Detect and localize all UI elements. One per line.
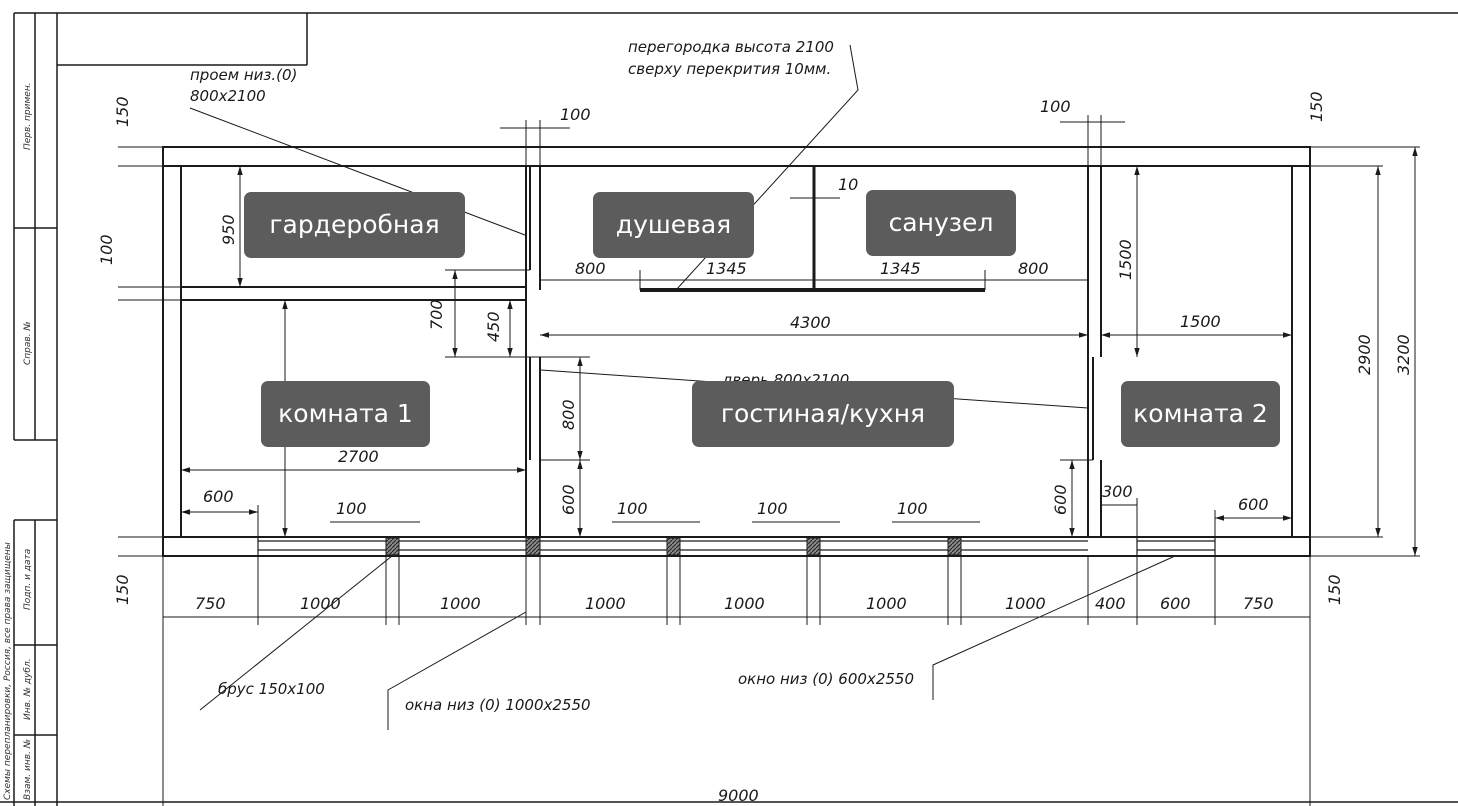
note-partition-line1: перегородка высота 2100 [628, 38, 834, 56]
dimension-lines [118, 115, 1420, 806]
stamp-vzam-inv: Взам. инв. № [23, 739, 33, 800]
post-4 [806, 537, 821, 556]
dim-room2-1500h: 1500 [1180, 312, 1221, 331]
dim-wardrobe-h: 950 [219, 214, 238, 245]
dim-post-100-1: 100 [336, 499, 367, 518]
dim-shower-1345: 1345 [706, 259, 747, 278]
dim-room2-1500v: 1500 [1116, 239, 1135, 280]
dim-post-100-2: 100 [617, 499, 648, 518]
dim-seg-750-right: 750 [1243, 594, 1274, 613]
window-band [257, 537, 1216, 556]
dim-height-2900: 2900 [1355, 334, 1374, 375]
dim-corridor-4300: 4300 [790, 313, 831, 332]
stamp-podp-data: Подп. и дата [23, 549, 33, 610]
dim-seg-1000-2: 1000 [440, 594, 481, 613]
dim-shelf-wall: 100 [97, 234, 116, 265]
room-label-room2: комната 2 [1121, 381, 1280, 447]
stamp-side-text: Схемы перепланировки, Россия, все права … [3, 542, 13, 800]
dim-bottom-150-right: 150 [1325, 574, 1344, 605]
dim-wall-100-right: 100 [1040, 97, 1071, 116]
beam-posts [385, 537, 962, 556]
dim-seg-1000-1: 1000 [300, 594, 341, 613]
post-1 [385, 537, 400, 556]
annotation-notes: проем низ.(0) 800х2100 перегородка высот… [190, 38, 914, 714]
stamp-labels: Перв. примен. Справ. № Подп. и дата Инв.… [3, 82, 33, 800]
dim-seg-1000-5: 1000 [866, 594, 907, 613]
note-beam: брус 150х100 [218, 680, 325, 698]
dim-shower-800: 800 [575, 259, 606, 278]
room-label-shower: душевая [593, 192, 754, 258]
dim-post-100-3: 100 [757, 499, 788, 518]
partitions [181, 166, 1102, 537]
dim-door-800: 800 [559, 399, 578, 430]
drawing-frame [0, 12, 1458, 806]
dim-seg-1000-6: 1000 [1005, 594, 1046, 613]
dim-room1-2700: 2700 [338, 447, 379, 466]
dim-bath-1345: 1345 [880, 259, 921, 278]
dim-room2-300: 300 [1102, 482, 1133, 501]
dim-partition-10: 10 [838, 175, 858, 194]
post-5 [947, 537, 962, 556]
note-window-big: окна низ (0) 1000х2550 [405, 696, 591, 714]
dim-seg-400: 400 [1095, 594, 1126, 613]
room-label-wardrobe: гардеробная [244, 192, 465, 258]
note-partition-line2: сверху перекрития 10мм. [628, 60, 831, 78]
dim-wardrobe-450: 450 [484, 311, 503, 342]
note-opening-line1: проем низ.(0) [190, 66, 297, 84]
dim-height-3200: 3200 [1394, 334, 1413, 375]
note-opening-line2: 800х2100 [190, 87, 266, 105]
dim-left-600: 600 [203, 487, 234, 506]
dim-top-wall-right: 150 [1307, 91, 1326, 122]
dim-seg-750-left: 750 [195, 594, 226, 613]
stamp-sprav-no: Справ. № [23, 321, 33, 365]
dim-room2-600v: 600 [1051, 484, 1070, 515]
dim-top-wall-left: 150 [113, 96, 132, 127]
dim-seg-1000-3: 1000 [585, 594, 626, 613]
dim-door-600: 600 [559, 484, 578, 515]
dim-seg-1000-4: 1000 [724, 594, 765, 613]
room-label-living: гостиная/кухня [692, 381, 954, 447]
dim-wall-100-left: 100 [560, 105, 591, 124]
room-label-bathroom: санузел [866, 190, 1016, 256]
dim-seg-600: 600 [1160, 594, 1191, 613]
outer-walls [162, 146, 1311, 557]
stamp-perv-primen: Перв. примен. [23, 82, 33, 150]
post-3 [666, 537, 681, 556]
note-window-small: окно низ (0) 600х2550 [738, 670, 914, 688]
room-label-room1: комната 1 [261, 381, 430, 447]
post-2 [525, 537, 541, 556]
dim-total-9000: 9000 [718, 786, 759, 805]
stamp-inv-dubl: Инв. № дубл. [23, 658, 33, 720]
dim-post-100-4: 100 [897, 499, 928, 518]
dim-bath-800: 800 [1018, 259, 1049, 278]
dim-wardrobe-700: 700 [427, 299, 446, 330]
dim-right-600: 600 [1238, 495, 1269, 514]
dim-bottom-150-left: 150 [113, 574, 132, 605]
